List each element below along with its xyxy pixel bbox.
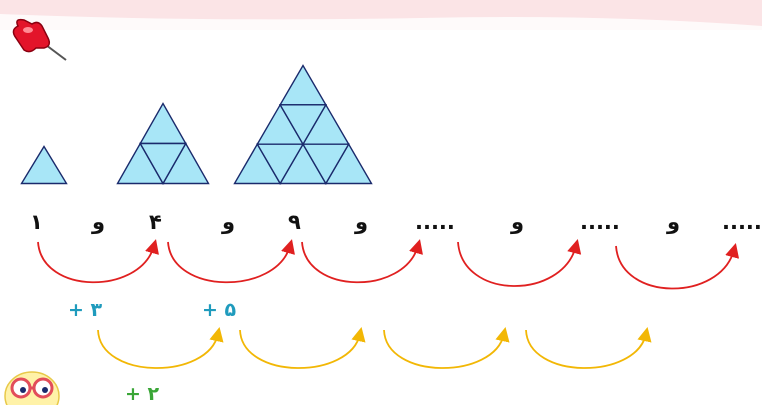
red-arrow-4 — [458, 242, 576, 286]
difference-label-1: + ۳ — [68, 298, 102, 322]
second-difference-label: + ۲ — [125, 382, 159, 406]
red-arrow-1 — [38, 242, 154, 282]
orange-arrow-4 — [526, 330, 646, 368]
orange-arrow-3 — [384, 330, 504, 368]
orange-arrow-2 — [240, 330, 360, 368]
difference-label-2: + ۵ — [202, 298, 236, 322]
red-arrow-2 — [168, 242, 290, 282]
red-arrow-3 — [302, 242, 418, 282]
smiling-face-glasses-icon — [2, 362, 62, 405]
orange-arrow-1 — [98, 330, 218, 368]
red-arrow-5 — [616, 246, 734, 289]
